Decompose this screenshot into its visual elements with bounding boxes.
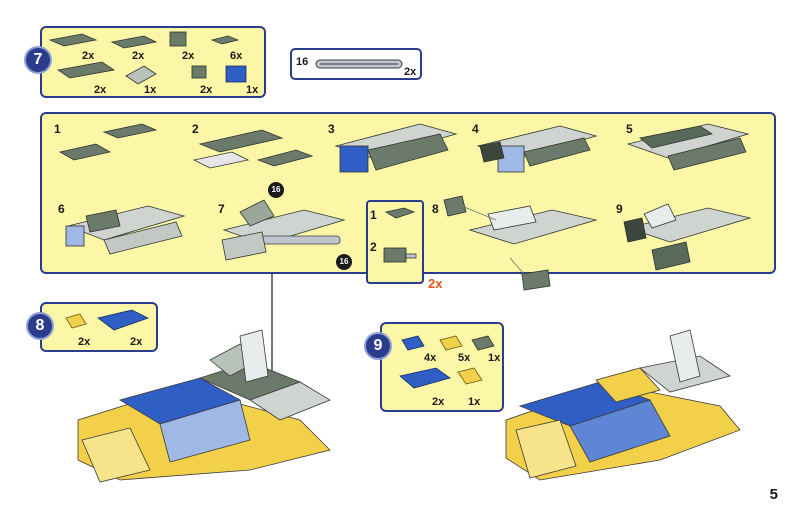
parts-9-qty-1: 4x: [424, 352, 437, 364]
step-label-7: 7: [218, 202, 225, 216]
sub-step-label-2: 2: [370, 240, 377, 254]
parts-9-qty-3: 1x: [488, 352, 501, 364]
parts-9-qty-4: 2x: [432, 396, 445, 408]
parts-7-qty-7: 2x: [200, 84, 213, 96]
parts-9-qty-5: 1x: [468, 396, 481, 408]
parts-9-qty-2: 5x: [458, 352, 471, 364]
step-label-3: 3: [328, 122, 335, 136]
step-label-9: 9: [616, 202, 623, 216]
sub-step-label-1: 1: [370, 208, 377, 222]
parts-7-qty-3: 2x: [182, 50, 195, 62]
step-label-1: 1: [54, 122, 61, 136]
parts-7-qty-2: 2x: [132, 50, 145, 62]
axle-callout-circles: [268, 182, 352, 270]
step-badge-8: 8: [26, 312, 54, 340]
blue-brick-icon: [225, 65, 247, 83]
parts-7-qty-5: 2x: [94, 84, 107, 96]
axle-qty: 2x: [404, 66, 417, 78]
step-label-8: 8: [432, 202, 439, 216]
sub-assembly-multiplier: 2x: [428, 276, 443, 291]
parts-7-qty-8: 1x: [246, 84, 259, 96]
step-badge-9: 9: [364, 332, 392, 360]
axle-callout-2: 16: [339, 257, 349, 266]
page-number: 5: [769, 486, 778, 503]
parts-panel-9: [380, 322, 504, 412]
axle-length-label: 16: [296, 56, 309, 68]
parts-7-qty-1: 2x: [82, 50, 95, 62]
parts-7-qty-6: 1x: [144, 84, 157, 96]
step-badge-7: 7: [24, 46, 52, 74]
step-label-2: 2: [192, 122, 199, 136]
step-label-5: 5: [626, 122, 633, 136]
step-label-4: 4: [472, 122, 479, 136]
parts-8-qty-2: 2x: [130, 336, 143, 348]
parts-7-qty-4: 6x: [230, 50, 243, 62]
axle-callout-1: 16: [271, 185, 281, 194]
parts-8-qty-1: 2x: [78, 336, 91, 348]
step-label-6: 6: [58, 202, 65, 216]
